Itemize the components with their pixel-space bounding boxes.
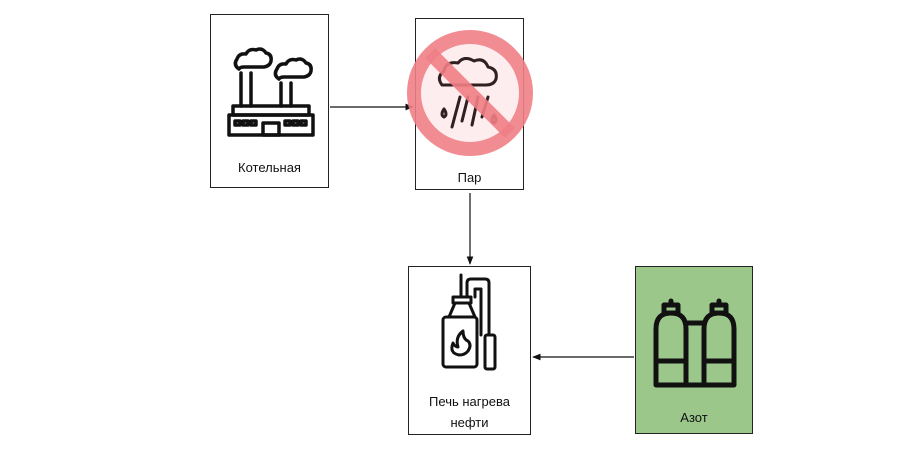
furnace-icon [441, 273, 497, 371]
factory-icon [227, 47, 315, 137]
node-oil-heating-furnace[interactable]: Печь нагрева нефти [408, 266, 531, 435]
node-steam[interactable]: Пар [407, 18, 533, 190]
gas-cylinders-icon [653, 298, 737, 388]
node-boiler-house[interactable]: Котельная [210, 14, 329, 188]
node-boiler-label: Котельная [238, 160, 301, 175]
node-steam-label: Пар [457, 170, 482, 185]
node-furnace-label-line1: Печь нагрева [429, 394, 510, 409]
node-nitrogen-label: Азот [680, 410, 708, 425]
node-furnace-label-line2: нефти [450, 415, 489, 430]
node-nitrogen[interactable]: Азот [635, 266, 753, 434]
prohibition-icon [407, 30, 533, 156]
